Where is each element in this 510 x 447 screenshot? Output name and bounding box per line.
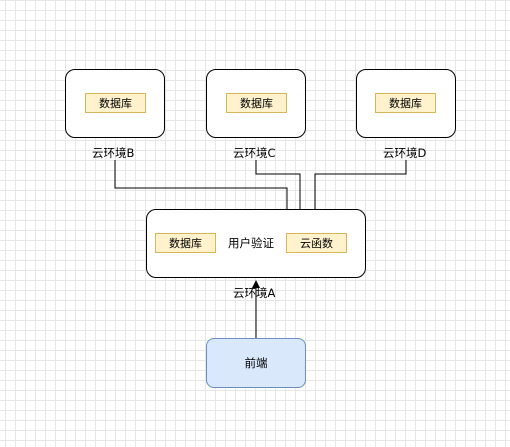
env-c-database: 数据库 [226, 93, 287, 113]
env-d-database: 数据库 [375, 93, 436, 113]
env-a-label: 云环境A [233, 286, 276, 300]
env-c-label: 云环境C [233, 146, 276, 160]
edge-env-c-to-function [255, 160, 301, 233]
env-d-label: 云环境D [383, 146, 427, 160]
edge-env-d-to-function [314, 160, 407, 233]
env-a-cloud-function: 云函数 [286, 233, 347, 253]
auth-edge-label: 用户验证 [228, 236, 274, 250]
env-b-database: 数据库 [85, 93, 146, 113]
env-a-database: 数据库 [155, 233, 216, 253]
env-b-label: 云环境B [92, 146, 135, 160]
frontend-node: 前端 [206, 338, 306, 388]
